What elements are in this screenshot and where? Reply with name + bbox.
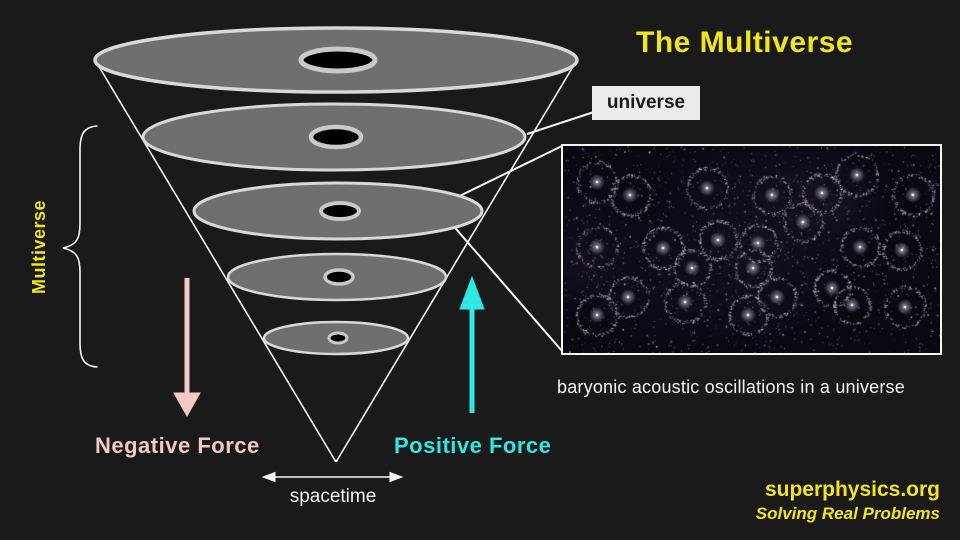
universe-pointer-line (526, 111, 595, 135)
baryonic-oscillations-canvas (563, 146, 940, 353)
cone-right-edge (335, 59, 578, 463)
disk-center-hole-3 (319, 201, 361, 221)
positive-force-label: Positive Force (394, 433, 552, 458)
cone-disks (93, 26, 579, 356)
universe-inset-image (561, 144, 942, 355)
multiverse-brace (62, 125, 98, 368)
negative-force-label: Negative Force (95, 433, 260, 458)
inset-caption: baryonic acoustic oscillations in a univ… (557, 377, 905, 397)
spacetime-double-arrow (261, 471, 404, 483)
spacetime-label: spacetime (289, 486, 377, 507)
multiverse-label: Multiverse (29, 199, 49, 295)
disk-center-hole-4 (323, 268, 355, 286)
footer-tagline: Solving Real Problems (755, 504, 940, 523)
universe-label: universe (592, 86, 700, 120)
positive-force-arrow (459, 275, 485, 413)
page-title: The Multiverse (636, 26, 854, 59)
negative-force-arrow (173, 278, 201, 418)
disk-center-hole-5 (327, 331, 349, 345)
disk-center-hole-2 (308, 124, 364, 150)
inset-callout-bottom-line (436, 206, 563, 352)
cone-left-edge (94, 59, 337, 463)
disk-center-hole-1 (298, 46, 378, 74)
footer-site: superphysics.org (764, 478, 940, 501)
